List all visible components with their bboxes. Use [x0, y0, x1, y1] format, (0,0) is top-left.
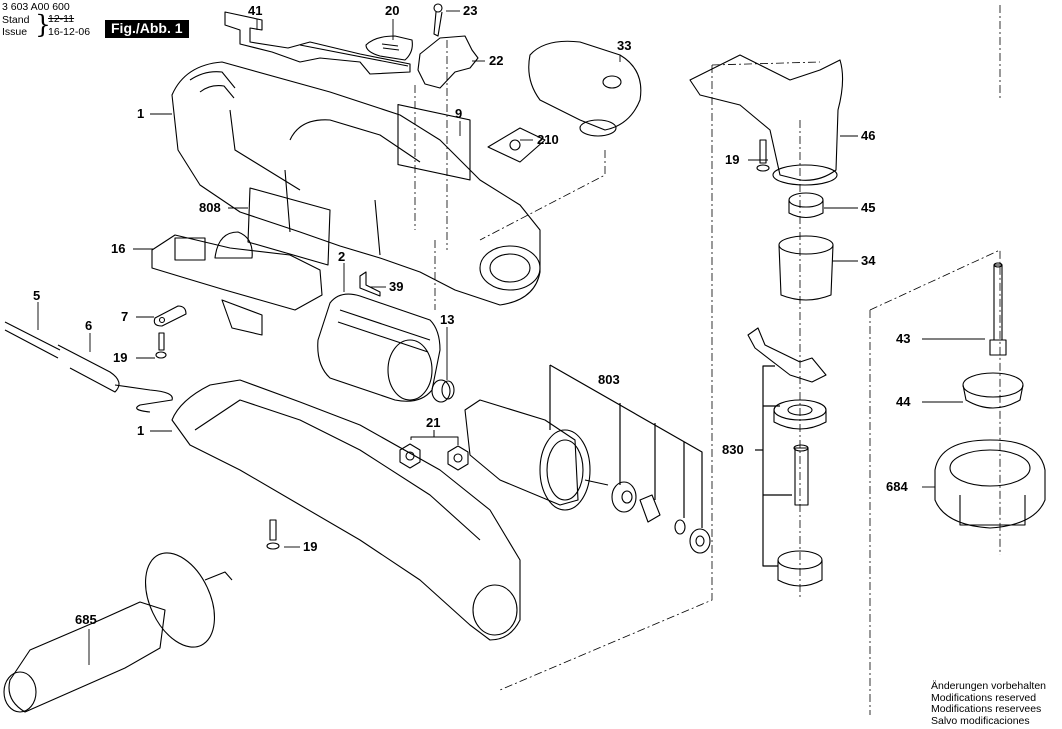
callout-808: 808 [199, 200, 221, 215]
callout-2: 2 [338, 249, 346, 264]
callout-803: 803 [598, 372, 620, 387]
part-41-slider [224, 11, 411, 75]
part-23-screw [433, 3, 443, 37]
part-685-handle [3, 552, 233, 713]
part-830-spindle-set [747, 327, 827, 587]
callout-19-c: 19 [725, 152, 740, 167]
part-1-upper-housing [171, 61, 541, 306]
part-16-electronics [151, 231, 323, 336]
part-1-lower-housing [171, 379, 521, 641]
part-5-cord [4, 321, 173, 413]
brace-glyph: } [35, 10, 51, 39]
notice-line-fr: Modifications reservees [931, 703, 1042, 715]
callout-23: 23 [463, 3, 478, 18]
callout-13: 13 [440, 312, 455, 327]
stand-value: 12-11 [48, 13, 75, 25]
part-13-bearing [431, 379, 455, 403]
callout-830: 830 [722, 442, 744, 457]
callout-685: 685 [75, 612, 97, 627]
callout-9: 9 [455, 106, 463, 121]
callout-21: 21 [426, 415, 441, 430]
stand-label: Stand [2, 14, 30, 26]
callout-20: 20 [385, 3, 400, 18]
callout-210: 210 [537, 132, 559, 147]
modifications-notice: Änderungen vorbehalten Modifications res… [931, 680, 1047, 727]
part-19-screw-a [155, 332, 167, 359]
part-39-brush-holder [359, 271, 381, 297]
part-808-plate [247, 187, 331, 266]
figure-label: Fig./Abb. 1 [105, 20, 189, 38]
part-44-ring [962, 372, 1024, 409]
callout-6: 6 [85, 318, 93, 333]
callout-684: 684 [886, 479, 908, 494]
part-46-gear-housing [689, 54, 844, 186]
part-9-nameplate [397, 104, 471, 181]
part-45-bushing [788, 192, 824, 219]
assembly-axis-lines [414, 5, 1001, 715]
part-19-screw-c [756, 139, 770, 172]
part-803-armature [464, 399, 609, 511]
callout-43: 43 [896, 331, 911, 346]
part-7-clip [153, 305, 187, 327]
callout-5: 5 [33, 288, 41, 303]
part-2-field [317, 293, 441, 402]
part-20-cap [365, 35, 413, 61]
callout-41: 41 [248, 3, 263, 18]
document-number: 3 603 A00 600 [2, 1, 70, 13]
notice-line-es: Salvo modificaciones [931, 714, 1030, 727]
bracket-803 [549, 364, 703, 528]
part-22-clamp [417, 35, 479, 89]
callout-22: 22 [489, 53, 504, 68]
callout-19-a: 19 [113, 350, 128, 365]
callout-7: 7 [121, 309, 129, 324]
callout-34: 34 [861, 253, 876, 268]
part-34-sleeve [778, 235, 834, 301]
part-684-flange [934, 439, 1046, 529]
part-210-label [487, 127, 546, 163]
part-19-screw-b [266, 519, 280, 550]
part-21-nuts [399, 430, 469, 471]
notice-line-de: Änderungen vorbehalten [931, 680, 1047, 692]
callout-46: 46 [861, 128, 876, 143]
callout-44: 44 [896, 394, 911, 409]
bracket-830 [755, 365, 792, 567]
leader-lines [37, 10, 985, 665]
issue-label: Issue [2, 26, 28, 38]
callout-1-lower: 1 [137, 423, 145, 438]
armature-parts [611, 481, 711, 554]
callout-1-upper: 1 [137, 106, 145, 121]
notice-line-en: Modifications reserved [931, 691, 1037, 704]
callout-33: 33 [617, 38, 632, 53]
callout-16: 16 [111, 241, 126, 256]
callout-45: 45 [861, 200, 876, 215]
part-33-cover [528, 40, 642, 137]
callout-19-b: 19 [303, 539, 318, 554]
part-43-pin [989, 262, 1007, 356]
callout-39: 39 [389, 279, 404, 294]
issue-value: 16-12-06 [48, 26, 91, 38]
